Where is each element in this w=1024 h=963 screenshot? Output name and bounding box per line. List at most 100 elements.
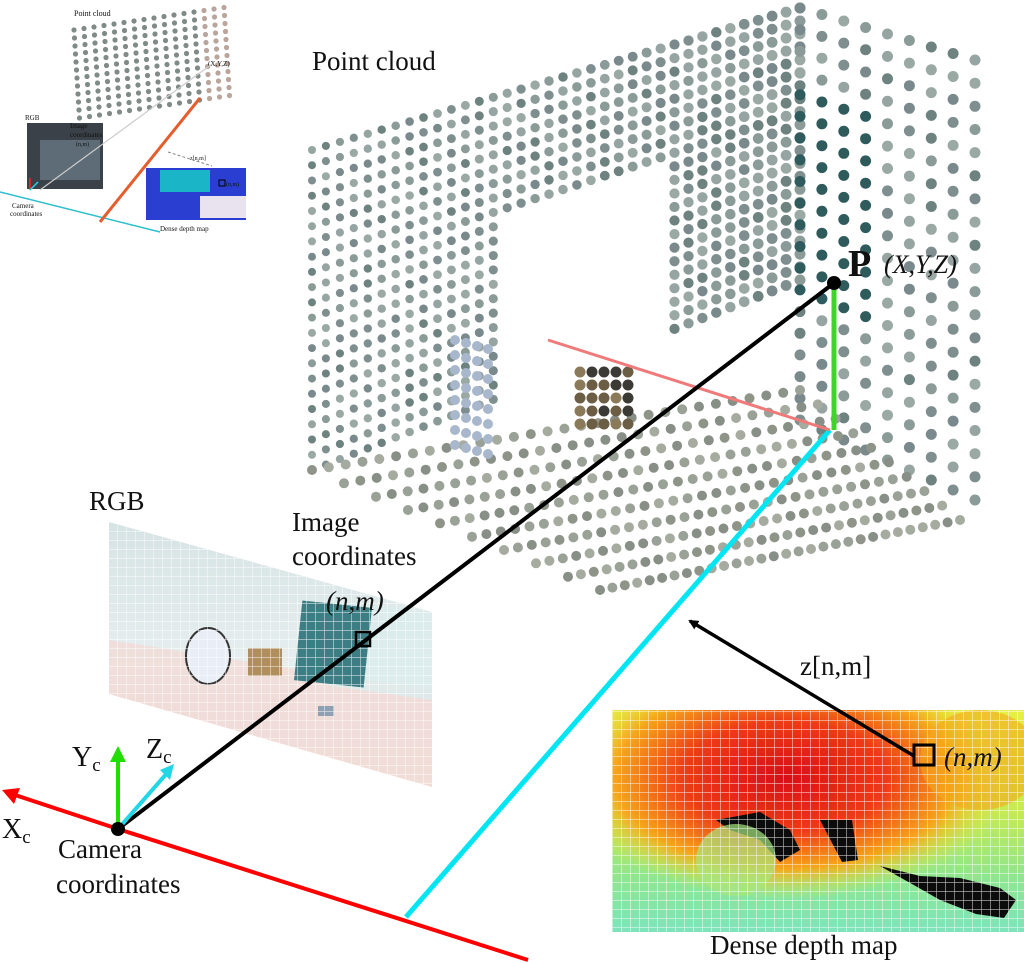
point-cloud-dot	[502, 117, 512, 127]
thumbnail-point-cloud-dot	[116, 101, 122, 107]
point-cloud-dot	[377, 185, 386, 194]
point-cloud-dot	[911, 505, 922, 516]
point-cloud-dot	[419, 142, 428, 152]
point-cloud-dot	[711, 488, 722, 498]
thumbnail-point-cloud-dot	[202, 23, 208, 30]
point-cloud-dot	[419, 230, 428, 240]
point-cloud-dot	[433, 343, 442, 353]
point-cloud-dot	[479, 491, 490, 502]
point-cloud-dot	[363, 294, 372, 303]
point-cloud-dot	[627, 65, 638, 76]
point-cloud-dot	[321, 354, 330, 363]
thumbnail-point-cloud-dot	[86, 105, 92, 112]
point-cloud-dot	[780, 149, 792, 161]
point-cloud-dot	[641, 47, 652, 58]
point-cloud-dot	[825, 503, 836, 514]
point-cloud-dot	[711, 27, 722, 38]
point-cloud-dot	[711, 53, 722, 65]
point-cloud-dot	[668, 495, 679, 506]
point-cloud-dot	[794, 119, 806, 131]
point-cloud-dot	[925, 451, 937, 463]
point-cloud-dot	[816, 271, 828, 283]
point-cloud-dot	[502, 160, 512, 170]
point-cloud-dot	[349, 148, 358, 158]
point-cloud-dot	[752, 67, 764, 79]
thumbnail-point-cloud-dot	[216, 86, 222, 92]
point-cloud-dot	[860, 400, 872, 411]
point-cloud-dot	[846, 481, 857, 492]
point-cloud-dot	[598, 405, 610, 417]
point-cloud-dot	[821, 450, 832, 461]
thumbnail-point-cloud-dot	[155, 79, 161, 85]
point-cloud-dot	[391, 451, 402, 462]
point-cloud-dot	[644, 575, 655, 586]
point-cloud-dot	[321, 172, 330, 181]
point-cloud-dot	[405, 427, 414, 437]
point-cloud-dot	[903, 102, 915, 114]
point-cloud-dot	[516, 141, 526, 151]
point-cloud-dot	[488, 92, 498, 102]
point-cloud-dot	[816, 162, 828, 174]
point-cloud-dot	[711, 93, 722, 105]
point-cloud-dot	[758, 516, 769, 526]
point-cloud-dot	[653, 498, 664, 509]
point-cloud-dot	[632, 577, 643, 588]
point-cloud-dot	[531, 558, 541, 569]
point-cloud-dot	[321, 308, 330, 317]
point-cloud-dot	[349, 344, 358, 353]
point-cloud-dot	[669, 201, 680, 213]
thumbnail-point-cloud-dot	[192, 33, 199, 39]
point-cloud-dot	[586, 133, 596, 144]
point-cloud-dot	[586, 175, 596, 186]
point-cloud-dot	[794, 371, 806, 383]
point-cloud-dot	[488, 236, 498, 246]
point-cloud-dot	[321, 384, 330, 393]
point-cloud-dot	[669, 120, 680, 131]
point-cloud-dot	[711, 213, 722, 225]
point-cloud-dot	[391, 195, 400, 205]
point-cloud-dot	[446, 265, 456, 275]
point-cloud-dot	[335, 243, 344, 252]
point-cloud-dot	[433, 211, 442, 221]
point-cloud-dot	[794, 154, 806, 166]
thumbnail-dashed-line	[167, 151, 213, 167]
thumbnail-point-cloud-dot	[153, 47, 159, 53]
point-cloud-dot	[834, 520, 844, 531]
point-cloud-dot	[711, 107, 722, 118]
thumbnail-point-cloud-dot	[156, 95, 162, 101]
point-cloud-dot	[335, 334, 344, 343]
point-cloud-dot	[446, 177, 456, 187]
thumbnail-point-cloud-dot	[166, 101, 173, 108]
thumbnail-point-cloud-dot	[144, 64, 150, 71]
thumbnail-point-cloud-dot	[94, 80, 101, 86]
point-cloud-dot	[839, 501, 850, 512]
point-cloud-dot	[697, 286, 708, 297]
point-cloud-dot	[363, 354, 372, 363]
point-cloud-dot	[816, 96, 828, 108]
thumbnail-point-cloud-dot	[135, 82, 141, 88]
point-cloud-dot	[618, 468, 628, 478]
point-cloud-dot	[859, 515, 870, 526]
point-cloud-dot	[357, 456, 368, 467]
point-cloud-dot	[640, 446, 651, 457]
point-cloud-dot	[766, 154, 778, 166]
thumbnail-point-cloud-dot	[163, 53, 170, 60]
thumbnail-point-cloud-dot	[195, 81, 202, 87]
point-cloud-dot	[557, 553, 568, 564]
point-cloud-dot	[687, 438, 698, 448]
point-cloud-dot	[648, 462, 659, 473]
point-cloud-dot	[947, 93, 959, 105]
point-cloud-dot	[812, 470, 822, 481]
point-cloud-dot	[613, 83, 624, 94]
point-cloud-dot	[404, 467, 415, 478]
point-cloud-dot	[798, 508, 809, 519]
point-cloud-dot	[778, 387, 789, 398]
point-cloud-dot	[816, 315, 828, 327]
point-cloud-dot	[780, 227, 792, 239]
point-cloud-dot	[780, 214, 792, 226]
point-cloud-dot	[795, 385, 805, 395]
point-cloud-dot	[738, 18, 750, 30]
point-cloud-dot	[794, 219, 806, 231]
point-cloud-dot	[494, 507, 505, 518]
point-cloud-dot	[925, 269, 937, 281]
